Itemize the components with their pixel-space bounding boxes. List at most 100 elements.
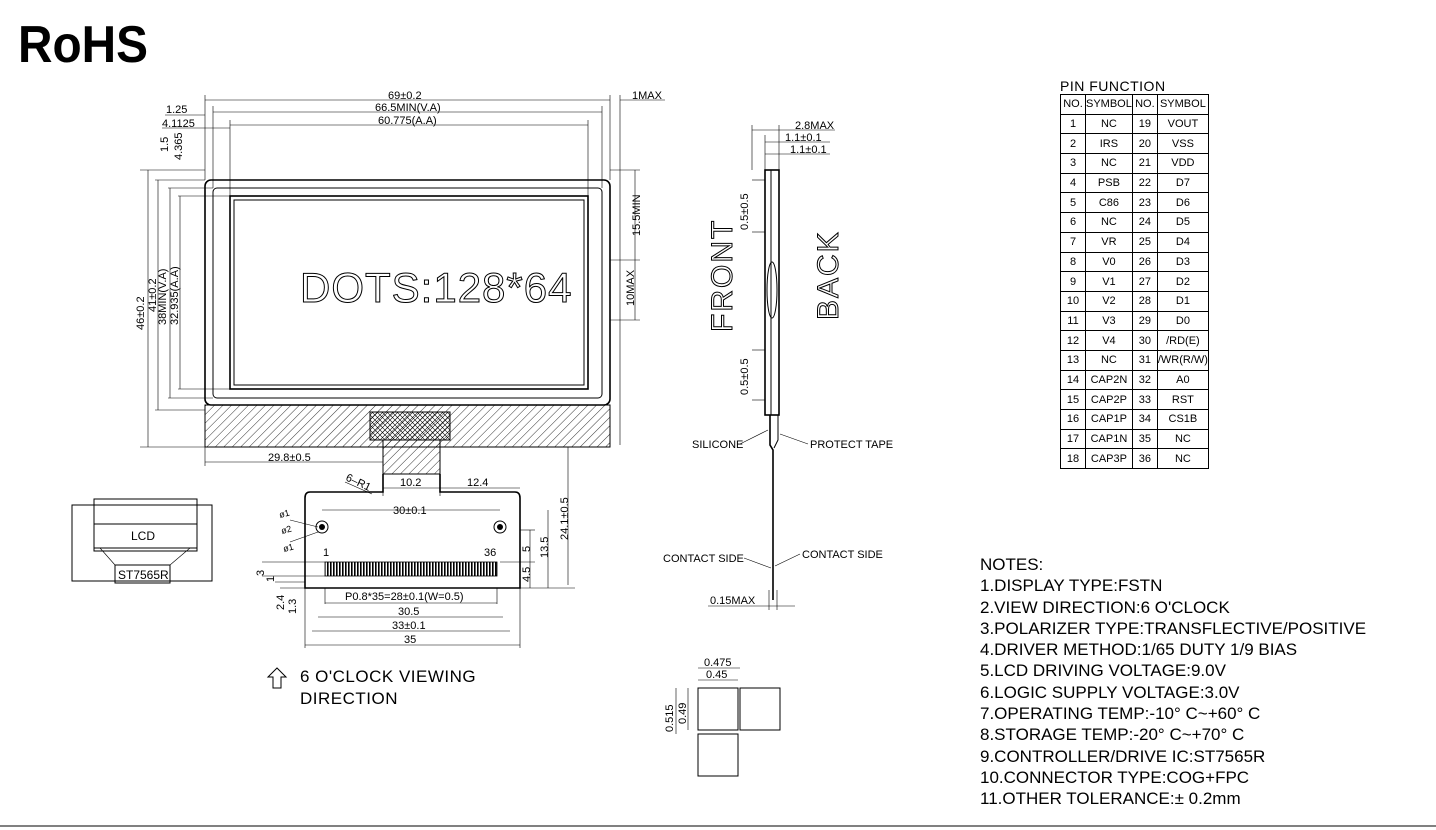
- note-item: 4.DRIVER METHOD:1/65 DUTY 1/9 BIAS: [980, 640, 1298, 660]
- pin-cell: 8: [1060, 251, 1086, 273]
- dim-24-1: 24.1±0.5: [559, 497, 571, 540]
- pin-cell: V1: [1085, 271, 1133, 292]
- pin-36-label: 36: [484, 547, 496, 559]
- dim-10-2: 10.2: [400, 477, 421, 489]
- dim-aa-width: 60.775(A.A): [378, 115, 437, 127]
- dim-15-5min: 15.5MIN: [631, 194, 643, 236]
- dim-phi1-b: ø1: [282, 542, 295, 554]
- pin-cell: 28: [1131, 290, 1158, 312]
- dim-30: 30±0.1: [393, 505, 427, 517]
- contact-side-right: CONTACT SIDE: [802, 549, 883, 561]
- dot-detail: 0.475 0.45 0.515 0.49: [664, 657, 781, 777]
- pin-cell: 21: [1131, 153, 1158, 174]
- dim-0-15max: 0.15MAX: [710, 595, 756, 607]
- dim-33: 33±0.1: [392, 620, 426, 632]
- pin-cell: NC: [1085, 212, 1133, 233]
- pin-cell: D6: [1156, 192, 1209, 214]
- dim-0-5b: 0.5±0.5: [739, 358, 751, 395]
- pin-cell: V2: [1085, 290, 1133, 312]
- fpc-neck: [382, 439, 441, 475]
- pin-cell: 31: [1131, 349, 1158, 371]
- lcd-schematic: LCD ST7565R: [71, 498, 213, 584]
- pin-cell: 12: [1060, 330, 1086, 351]
- dim-2-8max: 2.8MAX: [795, 120, 835, 132]
- pin-cell: 32: [1131, 369, 1158, 391]
- note-item: 3.POLARIZER TYPE:TRANSFLECTIVE/POSITIVE: [980, 618, 1367, 638]
- pin-table-header: NO. SYMBOL NO. SYMBOL: [1060, 94, 1209, 115]
- pin-cell: 11: [1060, 310, 1086, 332]
- pin-cell: 25: [1131, 231, 1158, 253]
- up-arrow-icon: [266, 667, 288, 689]
- dim-4-1125: 4.1125: [162, 118, 195, 130]
- pin-cell: 15: [1060, 389, 1086, 410]
- dim-5: 5: [521, 546, 533, 552]
- pin-cell: 1: [1060, 113, 1086, 135]
- dim-va-height: 38MIN(V.A): [157, 269, 169, 325]
- dim-1-3: 1.3: [287, 599, 299, 614]
- dim-4-5: 4.5: [521, 567, 533, 582]
- pin-cell: V0: [1085, 251, 1133, 273]
- pin-cell: 7: [1060, 231, 1086, 253]
- pin-cell: D3: [1156, 251, 1209, 273]
- pin-cell: 22: [1131, 172, 1158, 194]
- dim-1max: 1MAX: [632, 90, 663, 102]
- dim-0-45: 0.45: [706, 669, 727, 681]
- pin-cell: 4: [1060, 172, 1086, 194]
- note-item: 11.OTHER TOLERANCE:± 0.2mm: [980, 789, 1241, 809]
- pin-cell: CAP3P: [1085, 448, 1133, 470]
- pin-cell: 9: [1060, 271, 1086, 292]
- pin-cell: C86: [1085, 192, 1133, 214]
- pin-cell: 6: [1060, 212, 1086, 233]
- note-item: 2.VIEW DIRECTION:6 O'CLOCK: [980, 597, 1230, 617]
- header-no-1: NO.: [1060, 94, 1086, 115]
- pin-cell: 35: [1131, 428, 1158, 450]
- dim-aa-height: 32.935(A.A): [169, 266, 181, 325]
- header-symbol-2: SYMBOL: [1156, 94, 1209, 115]
- pin-cell: NC: [1085, 113, 1133, 135]
- dim-1: 1: [265, 576, 277, 582]
- pin-cell: PSB: [1085, 172, 1133, 194]
- dim-41: 41±0.2: [147, 278, 159, 312]
- fpc-tail: 10.2 12.4 6–R1 30±0.1 1 36 ø1 ø2 ø1 3 1 …: [255, 472, 575, 648]
- pin-cell: VOUT: [1156, 113, 1209, 135]
- viewing-area: [229, 195, 589, 390]
- fpc-contacts: [324, 561, 498, 577]
- pin-cell: NC: [1085, 349, 1133, 371]
- pin-cell: 36: [1131, 448, 1158, 470]
- pin-cell: 34: [1131, 409, 1158, 430]
- pin-cell: CAP1N: [1085, 428, 1133, 450]
- contact-side-left: CONTACT SIDE: [663, 553, 744, 565]
- dim-va-width: 66.5MIN(V.A): [375, 102, 441, 114]
- pin-cell: D0: [1156, 310, 1209, 332]
- dim-0-515: 0.515: [664, 704, 676, 732]
- pin-cell: /RD(E): [1156, 330, 1209, 351]
- pin-cell: CAP2P: [1085, 389, 1133, 410]
- note-item: 8.STORAGE TEMP:-20° C~+70° C: [980, 725, 1245, 745]
- protect-tape-label: PROTECT TAPE: [810, 439, 893, 451]
- pin-cell: D2: [1156, 271, 1209, 292]
- pin-cell: NC: [1085, 153, 1133, 174]
- pin-function-title: PIN FUNCTION: [1060, 78, 1166, 94]
- dim-0-49: 0.49: [677, 703, 689, 724]
- pin-cell: CAP2N: [1085, 369, 1133, 391]
- pin-cell: D5: [1156, 212, 1209, 233]
- dim-0-475: 0.475: [704, 657, 732, 669]
- display-dots-text: DOTS:128*64: [300, 264, 572, 311]
- dim-1-5: 1.5: [159, 137, 171, 152]
- pin-cell: CAP1P: [1085, 409, 1133, 430]
- front-label: FRONT: [706, 219, 739, 332]
- pin-cell: VSS: [1156, 133, 1209, 155]
- pin-cell: 5: [1060, 192, 1086, 214]
- dim-pitch: P0.8*35=28±0.1(W=0.5): [345, 591, 464, 603]
- pin-cell: 33: [1131, 389, 1158, 410]
- dim-1-1a: 1.1±0.1: [785, 132, 822, 144]
- pin-cell: NC: [1156, 428, 1209, 450]
- dim-1-1b: 1.1±0.1: [790, 144, 827, 156]
